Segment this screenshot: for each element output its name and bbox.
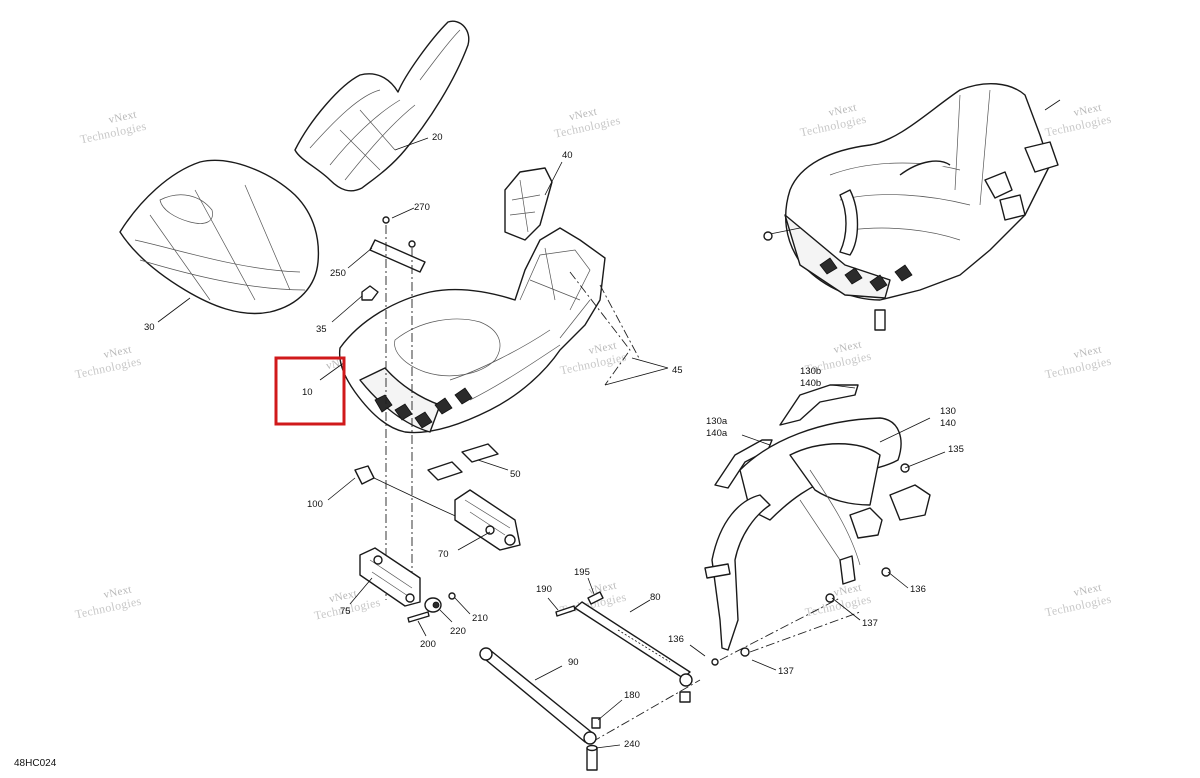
callout-220: 220 (450, 626, 466, 637)
callout-80: 80 (650, 592, 661, 603)
watermark-text: vNext (1073, 343, 1103, 361)
watermark-text: vNext (1073, 101, 1103, 119)
callout-20: 20 (432, 132, 443, 143)
callout-labels: 20 30 40 270 250 35 10 45 50 100 70 75 2… (144, 132, 964, 750)
callout-140a: 140a (706, 428, 728, 439)
callout-30: 30 (144, 322, 155, 333)
callout-140b: 140b (800, 378, 821, 389)
callout-100: 100 (307, 499, 323, 510)
part-labels (427, 443, 499, 481)
part-backrest-cushion (294, 20, 470, 192)
callout-200: 200 (420, 639, 436, 650)
callout-195: 195 (574, 567, 590, 578)
part-seat-shell (338, 227, 606, 434)
callout-50: 50 (510, 469, 521, 480)
watermark-text: vNext (588, 339, 618, 357)
callout-70: 70 (438, 549, 449, 560)
callout-270: 270 (414, 202, 430, 213)
callout-250: 250 (330, 268, 346, 279)
callout-35: 35 (316, 324, 327, 335)
callout-10: 10 (302, 387, 313, 398)
part-latch-assembly (354, 465, 521, 551)
watermark-text: vNext (833, 338, 863, 356)
callout-137-right: 137 (862, 618, 878, 629)
callout-180: 180 (624, 690, 640, 701)
callout-130a: 130a (706, 416, 728, 427)
callout-137-lower: 137 (778, 666, 794, 677)
part-seat-cushion (119, 159, 320, 315)
callout-75: 75 (340, 606, 351, 617)
part-assembled-seat-view (763, 82, 1061, 331)
callout-140: 140 (940, 418, 956, 429)
callout-130: 130 (940, 406, 956, 417)
watermark-text: vNext (1073, 581, 1103, 599)
watermark-text: vNext (103, 343, 133, 361)
watermark-text: vNext (833, 581, 863, 599)
watermark-text: vNext (108, 108, 138, 126)
watermark-text: vNext (588, 579, 618, 597)
diagram-reference-code: 48HC024 (14, 758, 57, 769)
callout-240: 240 (624, 739, 640, 750)
part-bracket-assembly (359, 547, 456, 623)
watermark-text: vNext (568, 106, 598, 124)
watermark-text: vNext (103, 583, 133, 601)
callout-136-lower: 136 (668, 634, 684, 645)
part-headrest-pad (504, 167, 553, 241)
callout-210: 210 (472, 613, 488, 624)
watermark-text: vNext (828, 101, 858, 119)
callout-190: 190 (536, 584, 552, 595)
callout-40: 40 (562, 150, 573, 161)
part-hardware-top (361, 216, 426, 301)
leader-lines (157, 137, 946, 749)
callout-45: 45 (672, 365, 683, 376)
callout-130b: 130b (800, 366, 821, 377)
callout-136-right: 136 (910, 584, 926, 595)
highlight-box[interactable] (274, 356, 346, 426)
watermark-text: vNext (328, 588, 358, 606)
callout-135: 135 (948, 444, 964, 455)
callout-90: 90 (568, 657, 579, 668)
part-slide-rails (479, 591, 693, 771)
part-harness-assembly (704, 384, 931, 666)
